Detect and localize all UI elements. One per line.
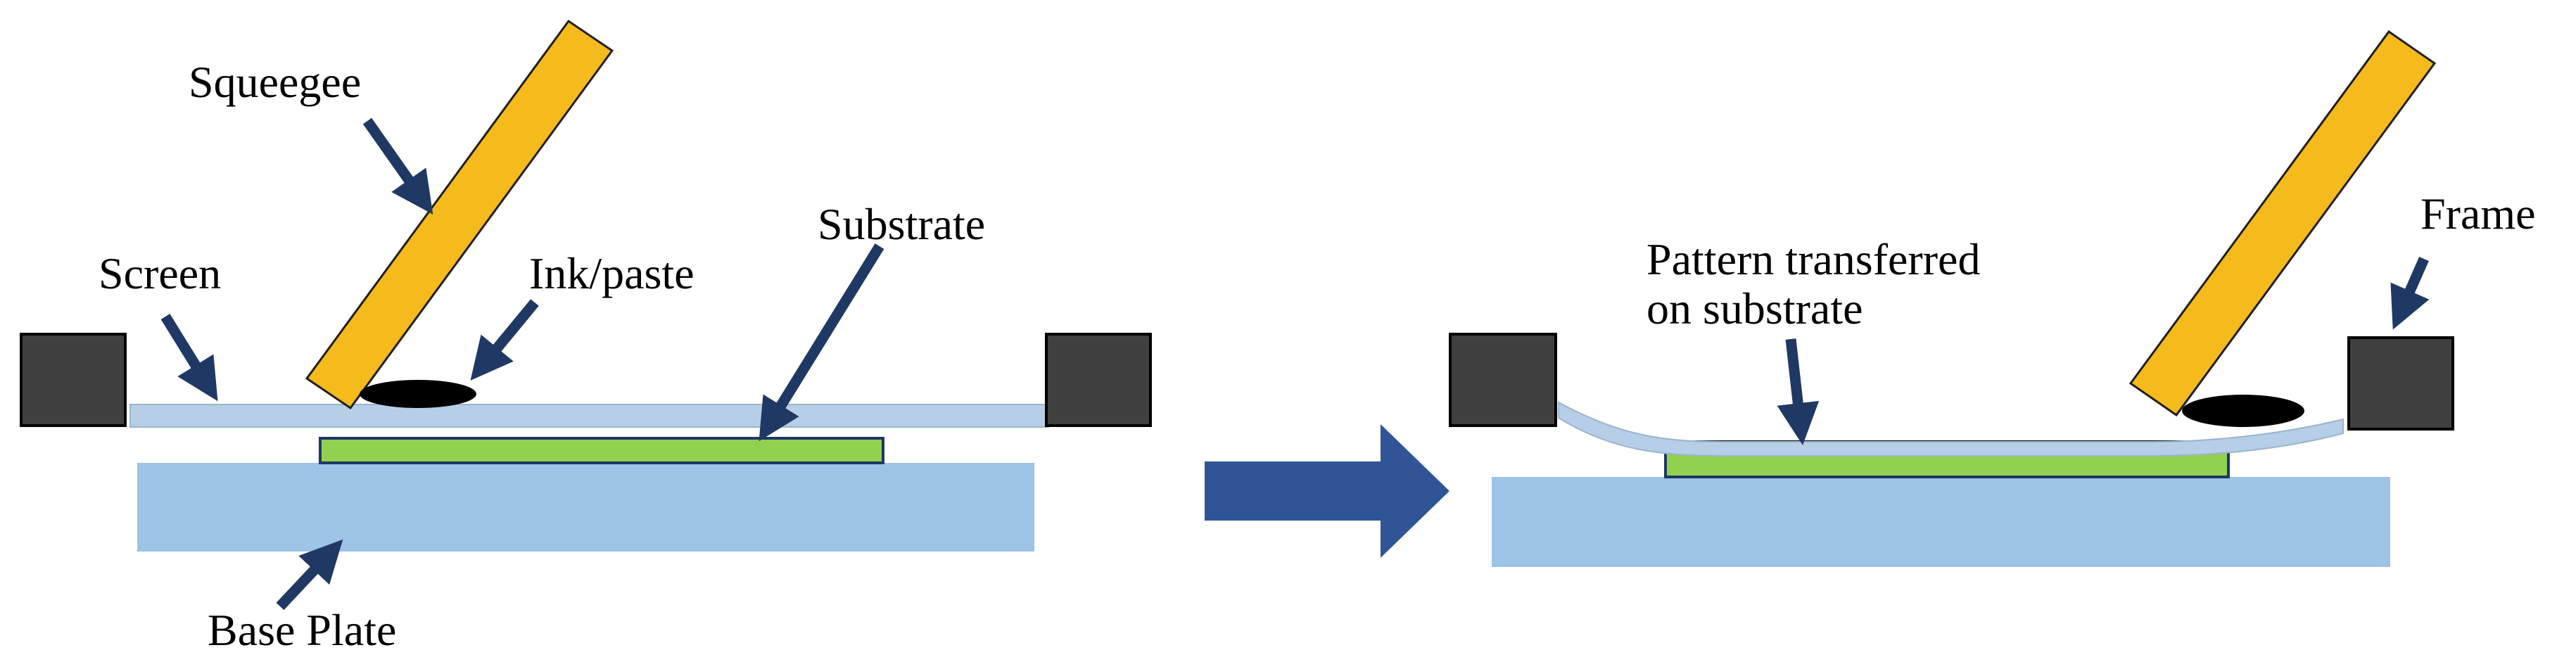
- process-arrow: [1205, 424, 1449, 558]
- frame-label: Frame: [2420, 189, 2536, 238]
- squeegee-right: [2128, 30, 2437, 417]
- frame-block-left-right-panel: [1449, 333, 1557, 427]
- pattern-label-line2: on substrate: [1647, 283, 1863, 333]
- ink-blob-right: [2182, 395, 2304, 427]
- pattern-arrow: [1777, 338, 1820, 445]
- base-plate-label: Base Plate: [208, 605, 396, 655]
- left-panel: Squeegee Screen Ink/paste Substrate Base…: [20, 19, 1152, 655]
- substrate: [319, 437, 884, 464]
- pattern-label-line1: Pattern transferred: [1647, 234, 1980, 284]
- screen-arrow: [160, 314, 218, 402]
- ink-paste-label: Ink/paste: [529, 248, 694, 298]
- base-plate-arrow: [276, 539, 343, 611]
- ink-blob: [360, 380, 476, 408]
- ink-paste-arrow: [470, 299, 539, 381]
- screen-label: Screen: [99, 248, 221, 298]
- frame-arrow: [2390, 256, 2430, 330]
- frame-block-left: [20, 333, 127, 427]
- base-plate-right: [1492, 477, 2390, 567]
- frame-block-right-right-panel: [2347, 336, 2454, 431]
- squeegee-label: Squeegee: [189, 57, 361, 107]
- right-panel: Pattern transferred on substrate Frame: [1449, 30, 2536, 567]
- base-plate: [137, 463, 1034, 552]
- frame-block-right: [1045, 333, 1152, 427]
- substrate-label: Substrate: [818, 199, 985, 249]
- squeegee-arrow: [362, 117, 433, 215]
- screen-mesh-deflected: [1558, 401, 2344, 457]
- screen-mesh: [129, 404, 1049, 428]
- squeegee: [305, 19, 614, 410]
- substrate-arrow: [759, 243, 884, 442]
